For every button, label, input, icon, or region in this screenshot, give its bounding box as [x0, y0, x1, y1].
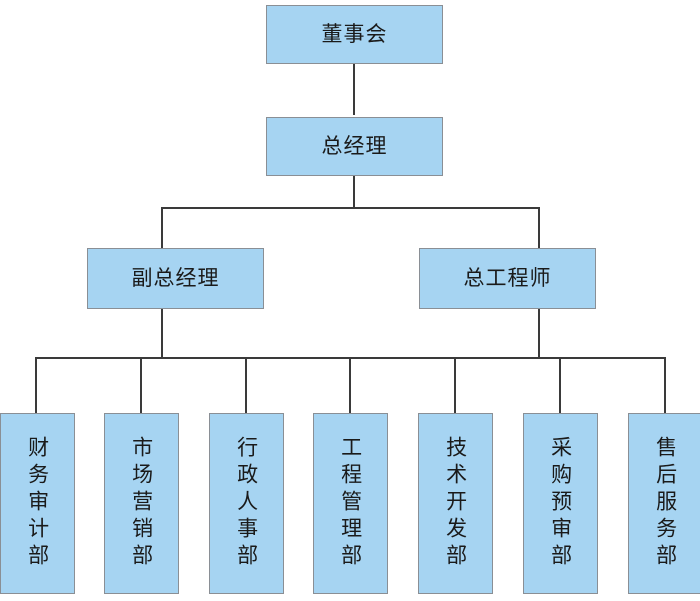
connector-bus-to-admin-hr-dept [245, 357, 247, 413]
node-after-sales-service-dept[interactable]: 售后服务部 [628, 413, 700, 594]
connector-bus-to-engineering-management-dept [349, 357, 351, 413]
node-marketing-dept-label: 市场营销部 [129, 436, 154, 571]
connector-deputy-general-manager-drop [161, 309, 163, 359]
node-general-manager-label: 总经理 [321, 134, 388, 159]
connector-board-to-general-manager [353, 63, 355, 115]
node-technology-development-dept-label: 技术开发部 [443, 436, 468, 571]
connector-bus-to-technology-development-dept [454, 357, 456, 413]
node-admin-hr-dept-label: 行政人事部 [234, 436, 259, 571]
connector-general-manager-drop [353, 176, 355, 208]
node-chief-engineer-label: 总工程师 [463, 266, 552, 291]
node-procurement-preaudit-dept-label: 采购预审部 [548, 436, 573, 571]
node-technology-development-dept[interactable]: 技术开发部 [418, 413, 493, 594]
node-finance-audit-dept[interactable]: 财务审计部 [0, 413, 75, 594]
connector-bus-to-after-sales-service-dept [664, 357, 666, 413]
node-engineering-management-dept[interactable]: 工程管理部 [313, 413, 388, 594]
node-engineering-management-dept-label: 工程管理部 [338, 436, 363, 571]
node-after-sales-service-dept-label: 售后服务部 [653, 436, 678, 571]
connector-chief-engineer-drop [538, 309, 540, 359]
connector-bus-to-chief-engineer [538, 207, 540, 248]
connector-bus-to-procurement-preaudit-dept [559, 357, 561, 413]
node-deputy-general-manager[interactable]: 副总经理 [87, 248, 264, 309]
node-finance-audit-dept-label: 财务审计部 [25, 436, 50, 571]
node-procurement-preaudit-dept[interactable]: 采购预审部 [523, 413, 598, 594]
node-general-manager[interactable]: 总经理 [266, 117, 443, 176]
connector-level3-bus [161, 207, 540, 209]
node-chief-engineer[interactable]: 总工程师 [419, 248, 596, 309]
connector-bus-to-finance-audit-dept [35, 357, 37, 413]
node-marketing-dept[interactable]: 市场营销部 [104, 413, 179, 594]
node-board-label: 董事会 [321, 22, 388, 47]
node-board[interactable]: 董事会 [266, 5, 443, 64]
node-admin-hr-dept[interactable]: 行政人事部 [209, 413, 284, 594]
node-deputy-general-manager-label: 副总经理 [131, 266, 220, 291]
connector-bus-to-marketing-dept [140, 357, 142, 413]
connector-bus-to-deputy-general-manager [161, 207, 163, 248]
